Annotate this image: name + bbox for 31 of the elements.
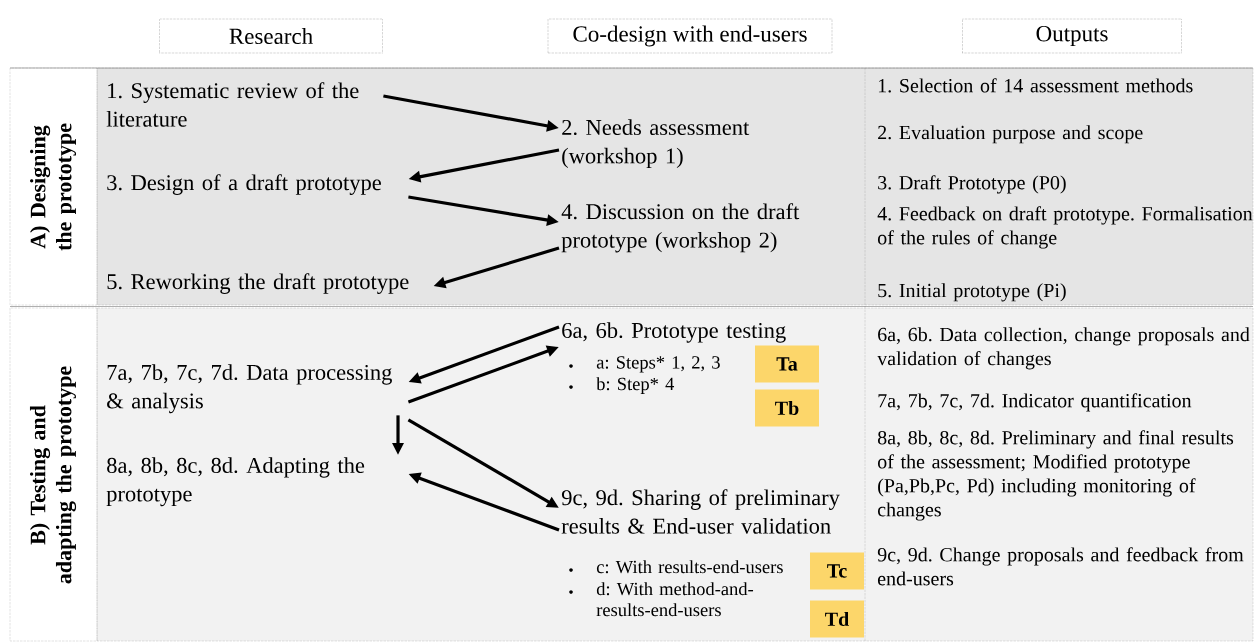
tag-box: Tc <box>810 552 864 590</box>
output-text: 7a, 7b, 7c, 7d. Indicator quantification <box>878 393 1192 412</box>
column-header-box: Outputs <box>962 18 1182 54</box>
tag-box: Tb <box>755 389 819 427</box>
step-text: 2. Needs assessment (workshop 1) <box>562 119 750 169</box>
output-text: 9c, 9d. Change proposals and feedback from end-users <box>877 547 1244 586</box>
column-header-box: Research <box>159 18 383 54</box>
output-text: 4. Feedback on draft prototype. Formalisation of the rules of change <box>877 206 1253 249</box>
step-text: 8a, 8b, 8c, 8d. Adapting the prototype <box>106 457 365 507</box>
step-text: 1. Systematic review of the literature <box>106 82 359 127</box>
band-label: A) Designing the prototype <box>30 123 76 251</box>
bullet-text: d: With method-and-results-end-users <box>596 582 754 617</box>
bullet-text: b: Step* 4 <box>596 377 675 394</box>
bullet-text: a: Steps* 1, 2, 3 <box>596 356 720 373</box>
output-text: 1. Selection of 14 assessment methods <box>878 78 1193 93</box>
tag-box: Td <box>810 600 864 638</box>
band-label: B) Testing and adapting the prototype <box>29 366 77 584</box>
step-text: 6a, 6b. Prototype testing <box>562 322 786 343</box>
step-text: 7a, 7b, 7c, 7d. Data processing & analysis <box>107 364 392 414</box>
output-text: 5. Initial prototype (Pi) <box>878 283 1066 302</box>
step-text: 5. Reworking the draft prototype <box>107 273 409 294</box>
tag-box: Ta <box>755 345 819 383</box>
step-text: 9c, 9d. Sharing of preliminary results & End-user validation <box>561 489 840 534</box>
output-text: 8a, 8b, 8c, 8d. Preliminary and final results of the assessment; Modified prototype (Pa,Pb,Pc, Pd) including monitoring of changes <box>877 430 1234 521</box>
column-header-box: Co-design with end-users <box>547 18 833 54</box>
output-text: 6a, 6b. Data collection, change proposals and validation of changes <box>877 327 1250 370</box>
step-text: 4. Discussion on the draft prototype (workshop 2) <box>561 203 800 253</box>
output-text: 2. Evaluation purpose and scope <box>878 125 1143 144</box>
step-text: 3. Design of a draft prototype <box>107 174 381 195</box>
output-text: 3. Draft Prototype (P0) <box>878 175 1066 194</box>
bullet-text: c: With results-end-users <box>596 560 783 574</box>
